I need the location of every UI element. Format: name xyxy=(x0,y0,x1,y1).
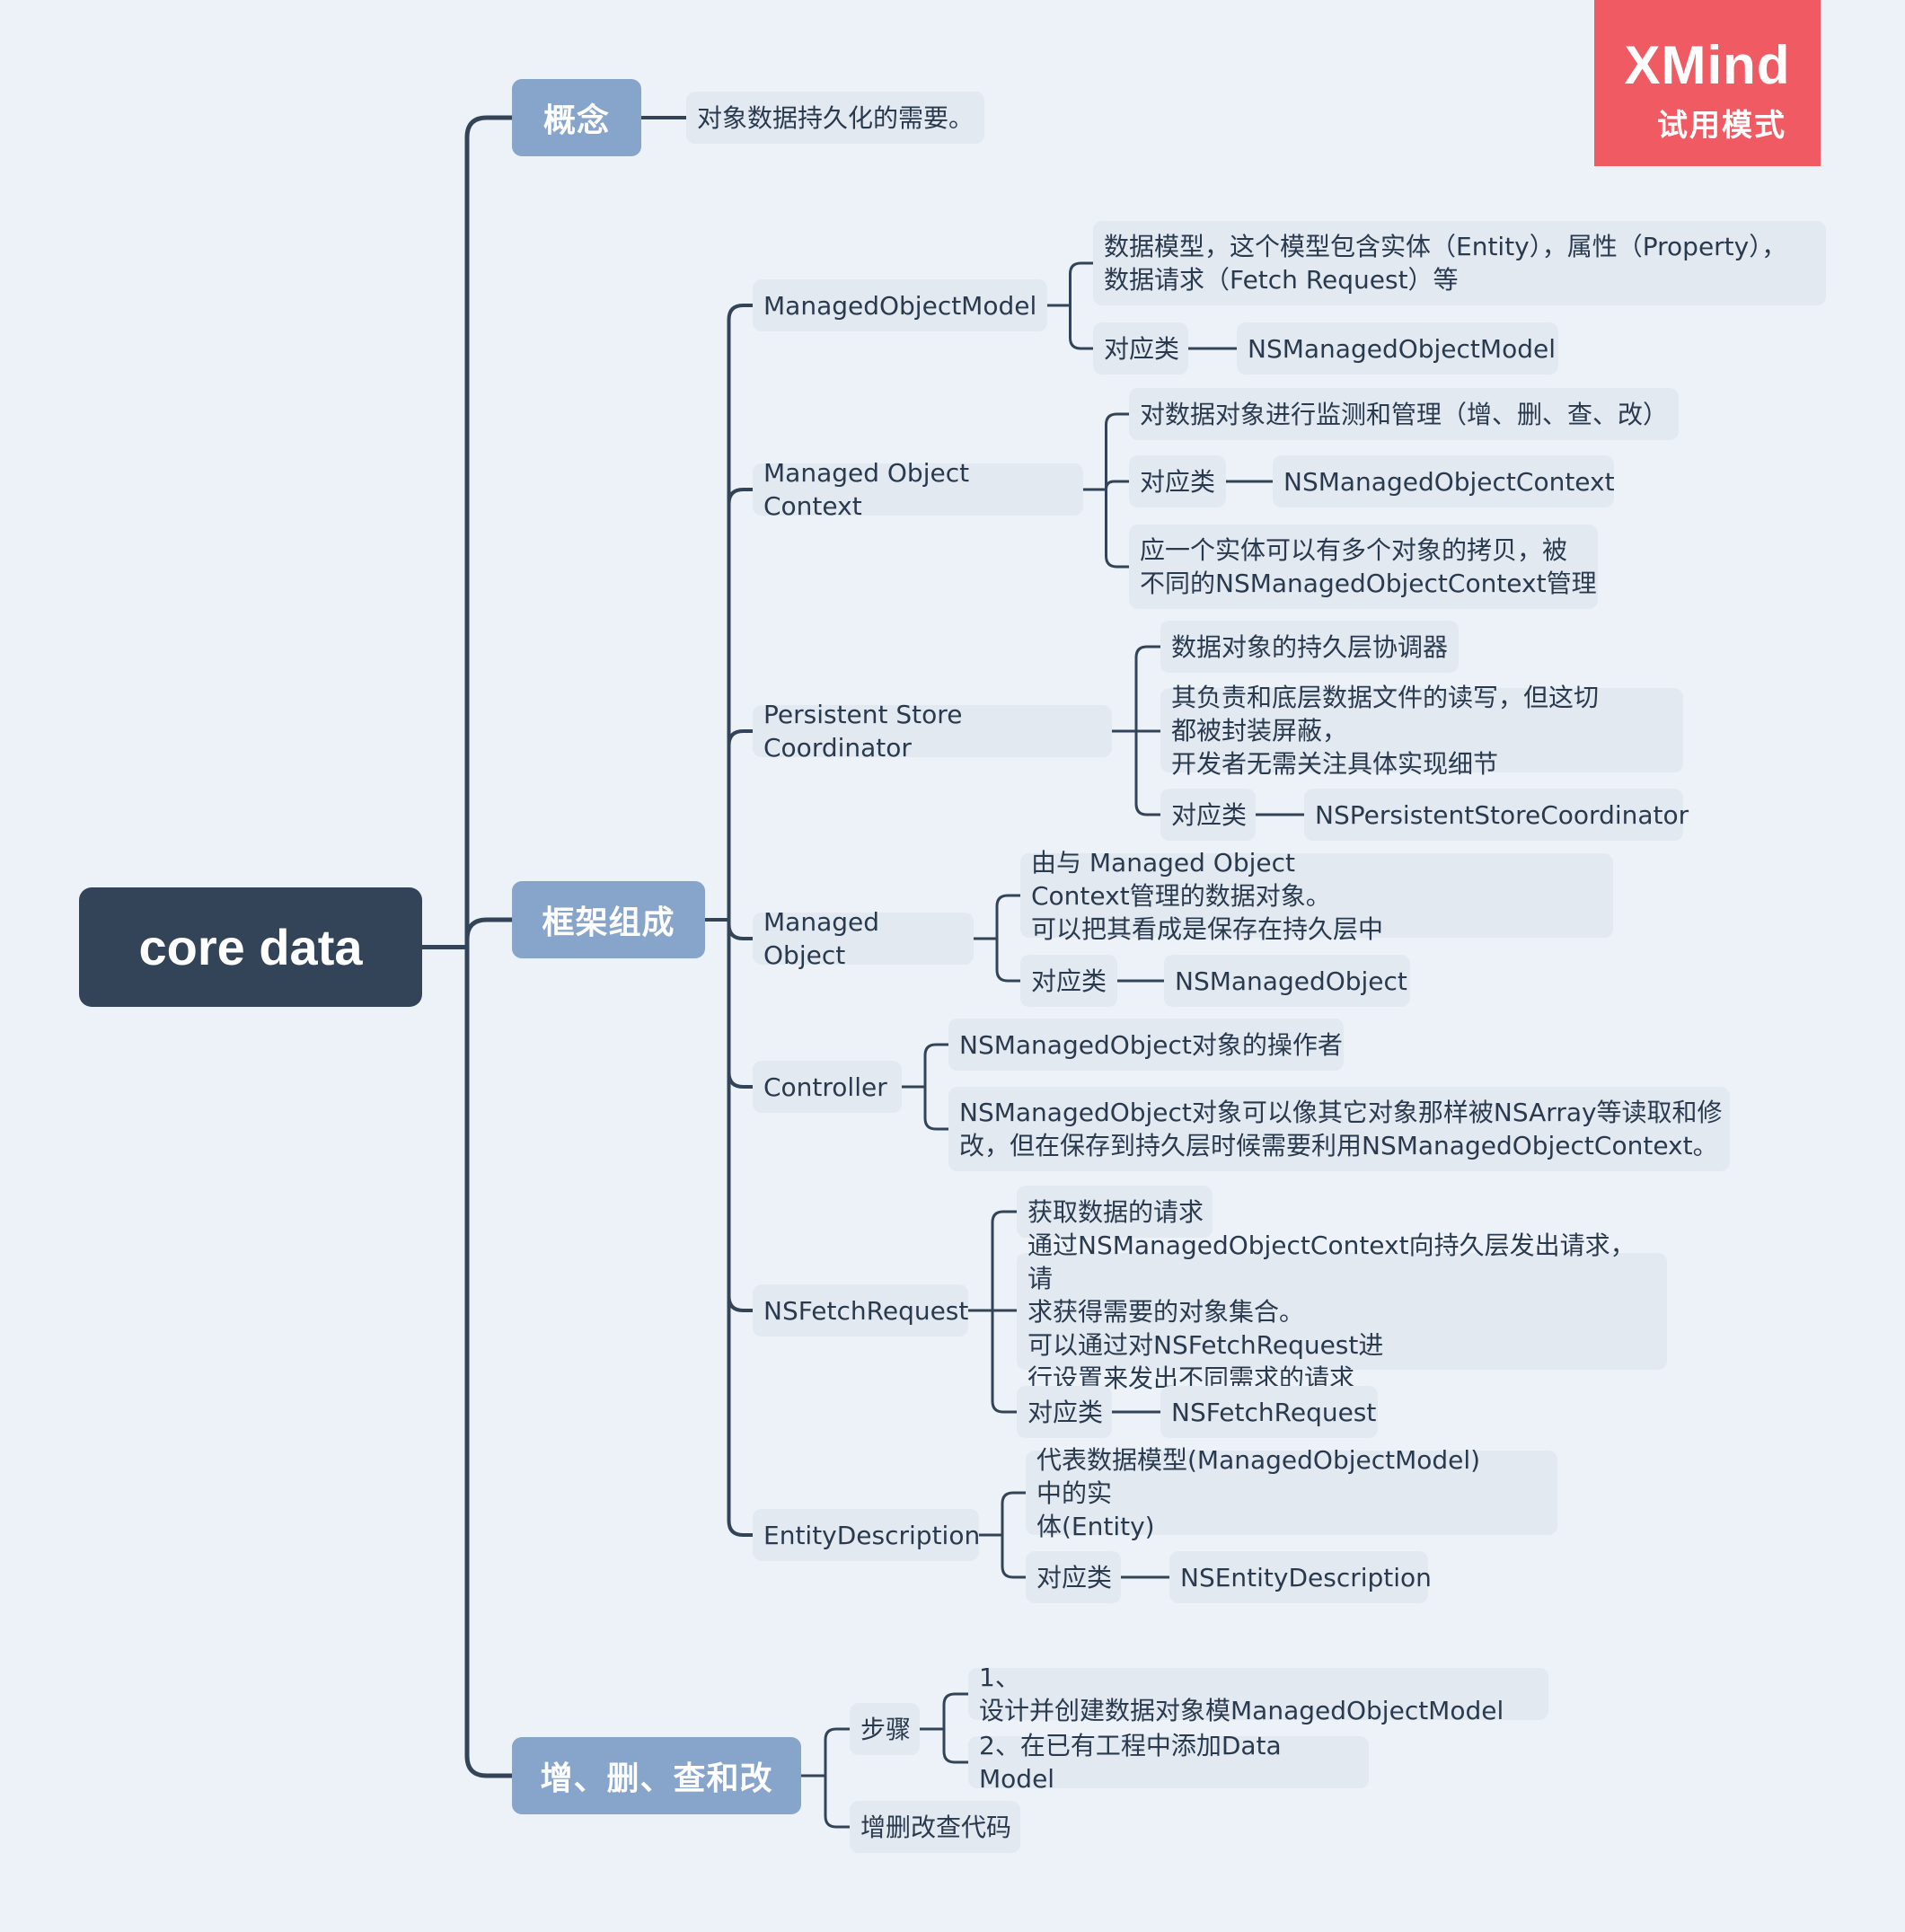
entity-class-key[interactable]: 对应类 xyxy=(1026,1551,1121,1603)
fetch-class-value[interactable]: NSFetchRequest xyxy=(1160,1386,1378,1438)
connector-moc xyxy=(1081,412,1131,569)
controller-description[interactable]: NSManagedObject对象的操作者 xyxy=(948,1019,1344,1071)
step-2[interactable]: 2、在已有工程中添加Data Model xyxy=(968,1731,1369,1794)
xmind-trial-badge: XMind 试用模式 xyxy=(1594,0,1821,166)
topic-crud[interactable]: 增、删、查和改 xyxy=(512,1737,801,1814)
moc-note[interactable]: 应一个实体可以有多个对象的拷贝，被 不同的NSManagedObjectCont… xyxy=(1129,525,1598,609)
connector-mom xyxy=(1045,261,1095,350)
psc-note[interactable]: 其负责和底层数据文件的读写，但这切 都被封装屏蔽，开发者无需关注具体实现细节 xyxy=(1160,683,1683,779)
moc-class-value[interactable]: NSManagedObjectContext xyxy=(1273,455,1615,507)
mom-class-key[interactable]: 对应类 xyxy=(1093,322,1188,375)
concept-description[interactable]: 对象数据持久化的需要。 xyxy=(686,92,984,144)
fetch-note[interactable]: 通过NSManagedObjectContext向持久层发出请求，请 求获得需要… xyxy=(1017,1231,1667,1393)
subtopic-entity-description[interactable]: EntityDescription xyxy=(753,1509,980,1561)
subtopic-crud-code[interactable]: 增删改查代码 xyxy=(850,1801,1020,1853)
central-topic[interactable]: core data xyxy=(79,887,422,1007)
xmind-logo-text: XMind xyxy=(1624,35,1791,95)
subtopic-managed-object[interactable]: Managed Object xyxy=(753,907,974,970)
psc-class-key[interactable]: 对应类 xyxy=(1160,789,1256,841)
mom-description[interactable]: 数据模型，这个模型包含实体（Entity），属性（Property）， 数据请求… xyxy=(1093,221,1826,305)
subtopic-nsfetchrequest[interactable]: NSFetchRequest xyxy=(753,1284,968,1337)
mo-class-value[interactable]: NSManagedObject xyxy=(1164,955,1410,1007)
mom-class-value[interactable]: NSManagedObjectModel xyxy=(1237,322,1558,375)
topic-concept[interactable]: 概念 xyxy=(512,79,641,156)
mo-class-key[interactable]: 对应类 xyxy=(1020,955,1117,1007)
subtopic-managed-object-model[interactable]: ManagedObjectModel xyxy=(753,279,1047,331)
step-1[interactable]: 1、设计并创建数据对象模ManagedObjectModel xyxy=(968,1663,1548,1725)
entity-class-value[interactable]: NSEntityDescription xyxy=(1169,1551,1432,1603)
mo-description[interactable]: 由与 Managed Object Context管理的数据对象。 可以把其看成… xyxy=(1020,848,1613,944)
topic-framework[interactable]: 框架组成 xyxy=(512,881,705,958)
connector-framework xyxy=(703,304,754,1537)
connector-crud xyxy=(799,1727,851,1829)
moc-class-key[interactable]: 对应类 xyxy=(1129,455,1226,507)
fetch-class-key[interactable]: 对应类 xyxy=(1017,1386,1112,1438)
connector-ent xyxy=(977,1491,1027,1579)
connector-ctrl xyxy=(900,1043,950,1131)
connector-fetch xyxy=(966,1210,1019,1414)
connector-root xyxy=(419,115,515,1778)
entity-description-text[interactable]: 代表数据模型(ManagedObjectModel)中的实 体(Entity) xyxy=(1026,1445,1557,1541)
connector-mo xyxy=(972,894,1022,983)
connector-psc xyxy=(1110,645,1162,816)
controller-note[interactable]: NSManagedObject对象可以像其它对象那样被NSArray等读取和修 … xyxy=(948,1087,1730,1171)
subtopic-steps[interactable]: 步骤 xyxy=(850,1703,920,1755)
trial-mode-label: 试用模式 xyxy=(1657,108,1786,144)
psc-class-value[interactable]: NSPersistentStoreCoordinator xyxy=(1304,789,1689,841)
connector-steps xyxy=(918,1692,970,1764)
moc-description[interactable]: 对数据对象进行监测和管理（增、删、查、改） xyxy=(1129,388,1679,440)
fetch-description[interactable]: 获取数据的请求 xyxy=(1017,1186,1213,1238)
psc-description[interactable]: 数据对象的持久层协调器 xyxy=(1160,621,1459,673)
subtopic-persistent-store-coordinator[interactable]: Persistent Store Coordinator xyxy=(753,700,1112,763)
subtopic-controller[interactable]: Controller xyxy=(753,1061,902,1113)
subtopic-managed-object-context[interactable]: Managed Object Context xyxy=(753,458,1083,521)
